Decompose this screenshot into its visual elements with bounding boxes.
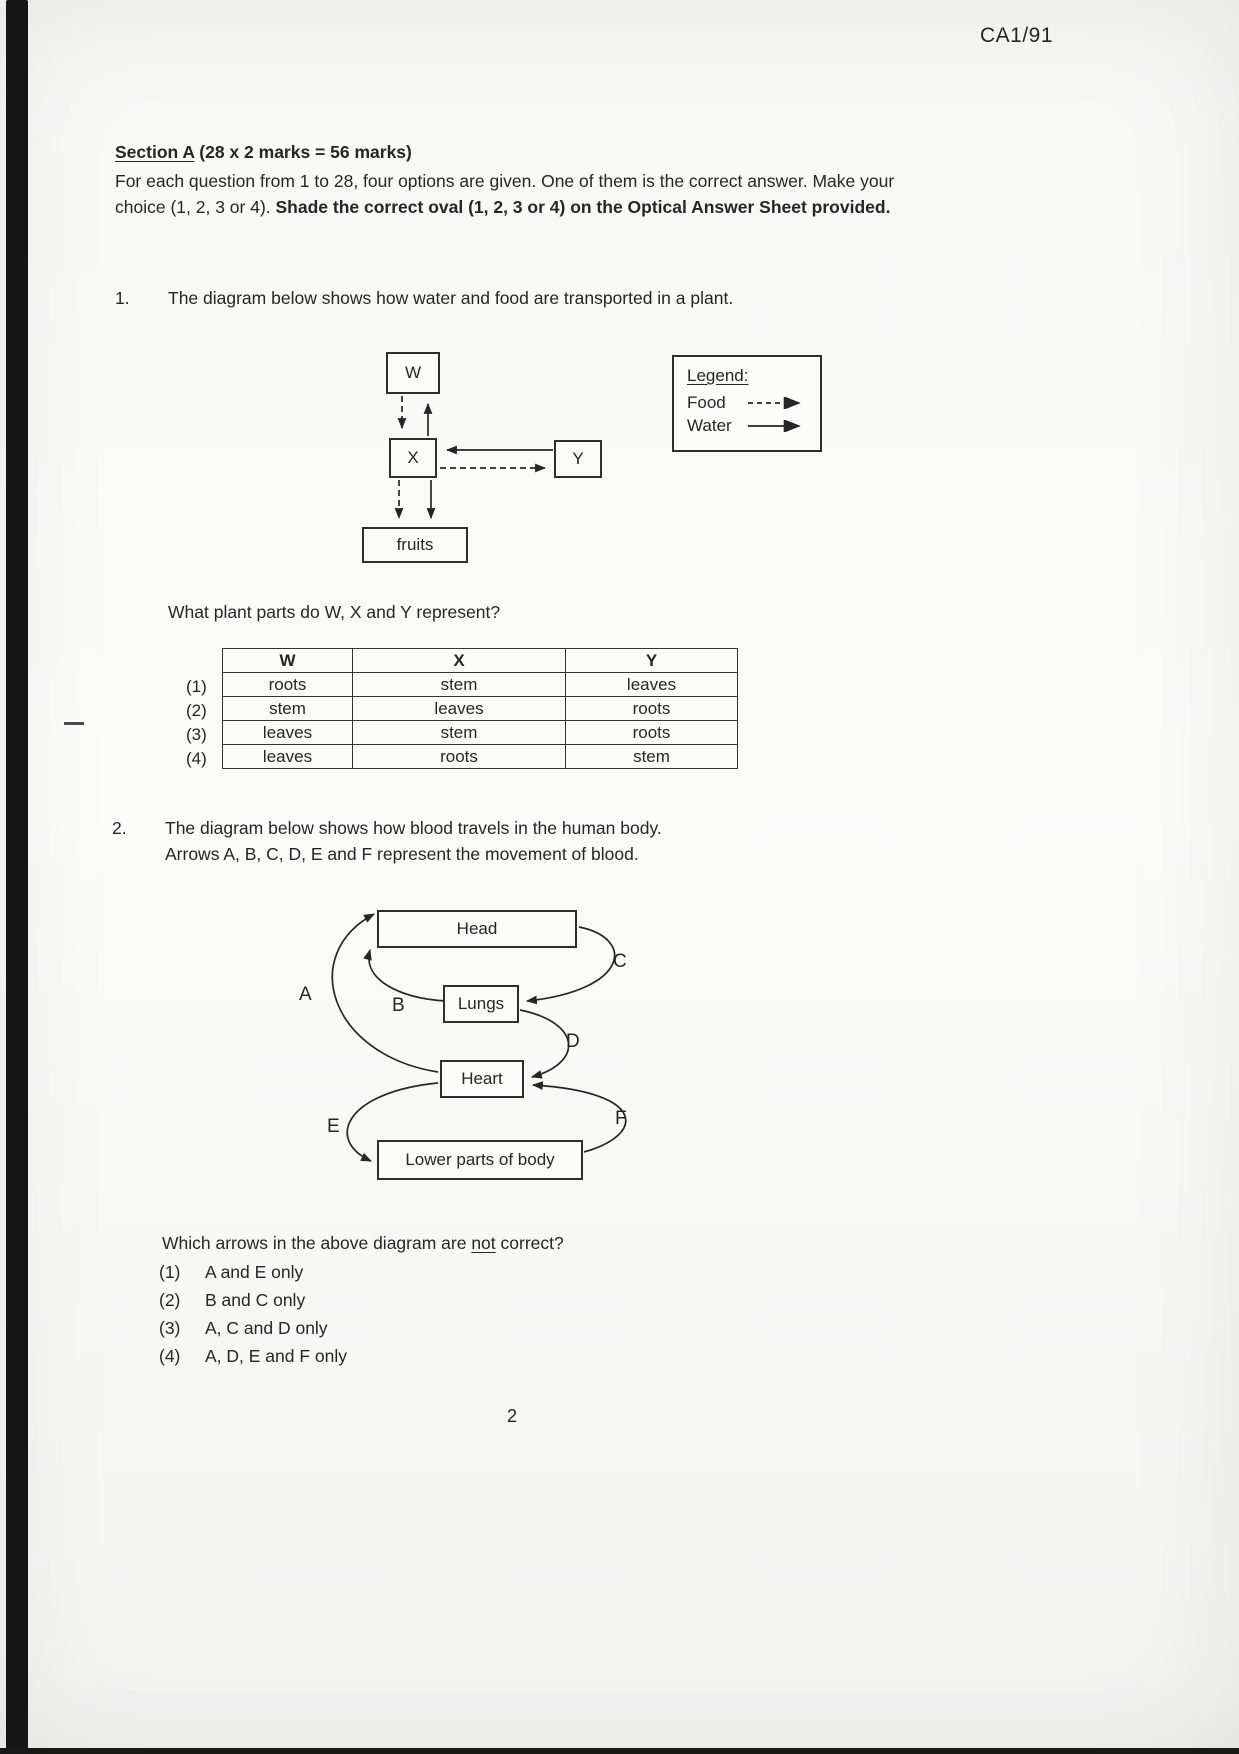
q2-option-4-label: (4)	[159, 1346, 181, 1366]
paper-code: CA1/91	[980, 24, 1054, 47]
q1-row-label-3: (3)	[186, 725, 207, 744]
q1-header-w: W	[222, 648, 353, 673]
q2-question-prefix: Which arrows in the above diagram are	[162, 1233, 472, 1253]
q1-cell: roots	[352, 744, 566, 769]
q1-number: 1.	[115, 288, 130, 308]
q1-row-label-2: (2)	[186, 701, 207, 720]
arrow-label-a: A	[299, 984, 312, 1005]
section-title: Section A (28 x 2 marks = 56 marks)	[115, 142, 412, 163]
section-title-marks: (28 x 2 marks = 56 marks)	[194, 142, 412, 162]
instructions-bold: Shade the correct oval (1, 2, 3 or 4) on…	[275, 197, 891, 217]
section-title-name: Section A	[115, 142, 195, 162]
q2-option-1: (1) A and E only	[159, 1262, 303, 1283]
blood-arrow-b	[363, 948, 446, 1002]
table-row: leaves roots stem	[222, 744, 738, 769]
arrow-label-c: C	[613, 951, 627, 972]
q2-stem-line2: Arrows A, B, C, D, E and F represent the…	[165, 844, 639, 864]
q2-box-heart: Heart	[440, 1060, 524, 1098]
q2-question-not: not	[471, 1233, 496, 1253]
q2-box-lungs: Lungs	[443, 985, 519, 1023]
food-dashed-arrow-icon	[748, 397, 801, 409]
water-solid-arrow-icon	[748, 420, 801, 432]
q1-cell: roots	[565, 696, 738, 721]
q2-option-4-text: A, D, E and F only	[205, 1346, 348, 1366]
scan-bottom-edge	[0, 1748, 1239, 1754]
q2-box-head: Head	[377, 910, 577, 948]
table-row: roots stem leaves	[222, 672, 738, 697]
q1-box-fruits: fruits	[362, 527, 468, 563]
blood-arrow-d	[519, 1009, 570, 1079]
q1-cell: leaves	[222, 744, 353, 769]
q2-option-1-text: A and E only	[205, 1262, 304, 1282]
legend-food-label: Food	[687, 393, 726, 412]
q1-cell: leaves	[352, 696, 566, 721]
q2-option-2-text: B and C only	[205, 1290, 306, 1310]
page-number: 2	[507, 1406, 518, 1426]
q2-diagram-arrows	[331, 913, 627, 1162]
scan-mark	[64, 722, 84, 725]
legend-water-row: Water	[687, 416, 808, 436]
q1-legend: Legend: Food Water	[672, 355, 822, 452]
q1-cell: stem	[565, 744, 738, 769]
q1-cell: stem	[352, 720, 566, 745]
q1-row-label-1: (1)	[186, 677, 207, 696]
q2-number: 2.	[112, 818, 127, 838]
q2-option-2-label: (2)	[159, 1290, 181, 1310]
table-row: leaves stem roots	[222, 720, 738, 745]
q1-box-y: Y	[554, 440, 602, 478]
legend-title: Legend:	[687, 366, 749, 385]
q1-cell: stem	[352, 672, 566, 697]
arrow-label-f: F	[615, 1108, 627, 1129]
legend-water-label: Water	[687, 416, 732, 435]
q1-cell: leaves	[222, 720, 353, 745]
q1-box-w: W	[386, 352, 440, 394]
legend-food-row: Food	[687, 393, 808, 413]
q1-sub-question: What plant parts do W, X and Y represent…	[168, 602, 501, 622]
table-row: stem leaves roots	[222, 696, 738, 721]
scan-edge-strip	[6, 0, 28, 1754]
q2-option-4: (4) A, D, E and F only	[159, 1346, 347, 1367]
q2-option-3: (3) A, C and D only	[159, 1318, 328, 1339]
section-instructions: For each question from 1 to 28, four opt…	[115, 168, 937, 220]
arrow-label-e: E	[327, 1116, 340, 1137]
q2-option-1-label: (1)	[159, 1262, 181, 1282]
q1-cell: leaves	[565, 672, 738, 697]
q1-header-x: X	[352, 648, 566, 673]
instructions-normal: For each question from 1 to 28, four opt…	[115, 171, 895, 217]
q1-box-x: X	[389, 438, 437, 478]
q2-option-3-label: (3)	[159, 1318, 181, 1338]
q2-option-3-text: A, C and D only	[205, 1318, 328, 1338]
q1-row-label-4: (4)	[186, 749, 207, 768]
q2-question-suffix: correct?	[495, 1233, 564, 1253]
q2-box-lower-parts: Lower parts of body	[377, 1140, 583, 1180]
q2-option-2: (2) B and C only	[159, 1290, 305, 1311]
arrow-label-b: B	[392, 995, 405, 1016]
q1-header-y: Y	[565, 648, 738, 673]
arrow-label-d: D	[566, 1031, 580, 1052]
q2-stem-line1: The diagram below shows how blood travel…	[165, 818, 662, 838]
q1-stem: The diagram below shows how water and fo…	[168, 288, 734, 308]
q1-cell: roots	[565, 720, 738, 745]
q1-table-header-row: W X Y	[222, 648, 738, 673]
q1-options-table: W X Y roots stem leaves stem leaves root…	[222, 648, 738, 769]
q1-cell: stem	[222, 696, 353, 721]
q2-question: Which arrows in the above diagram are no…	[162, 1233, 564, 1254]
q1-cell: roots	[222, 672, 353, 697]
